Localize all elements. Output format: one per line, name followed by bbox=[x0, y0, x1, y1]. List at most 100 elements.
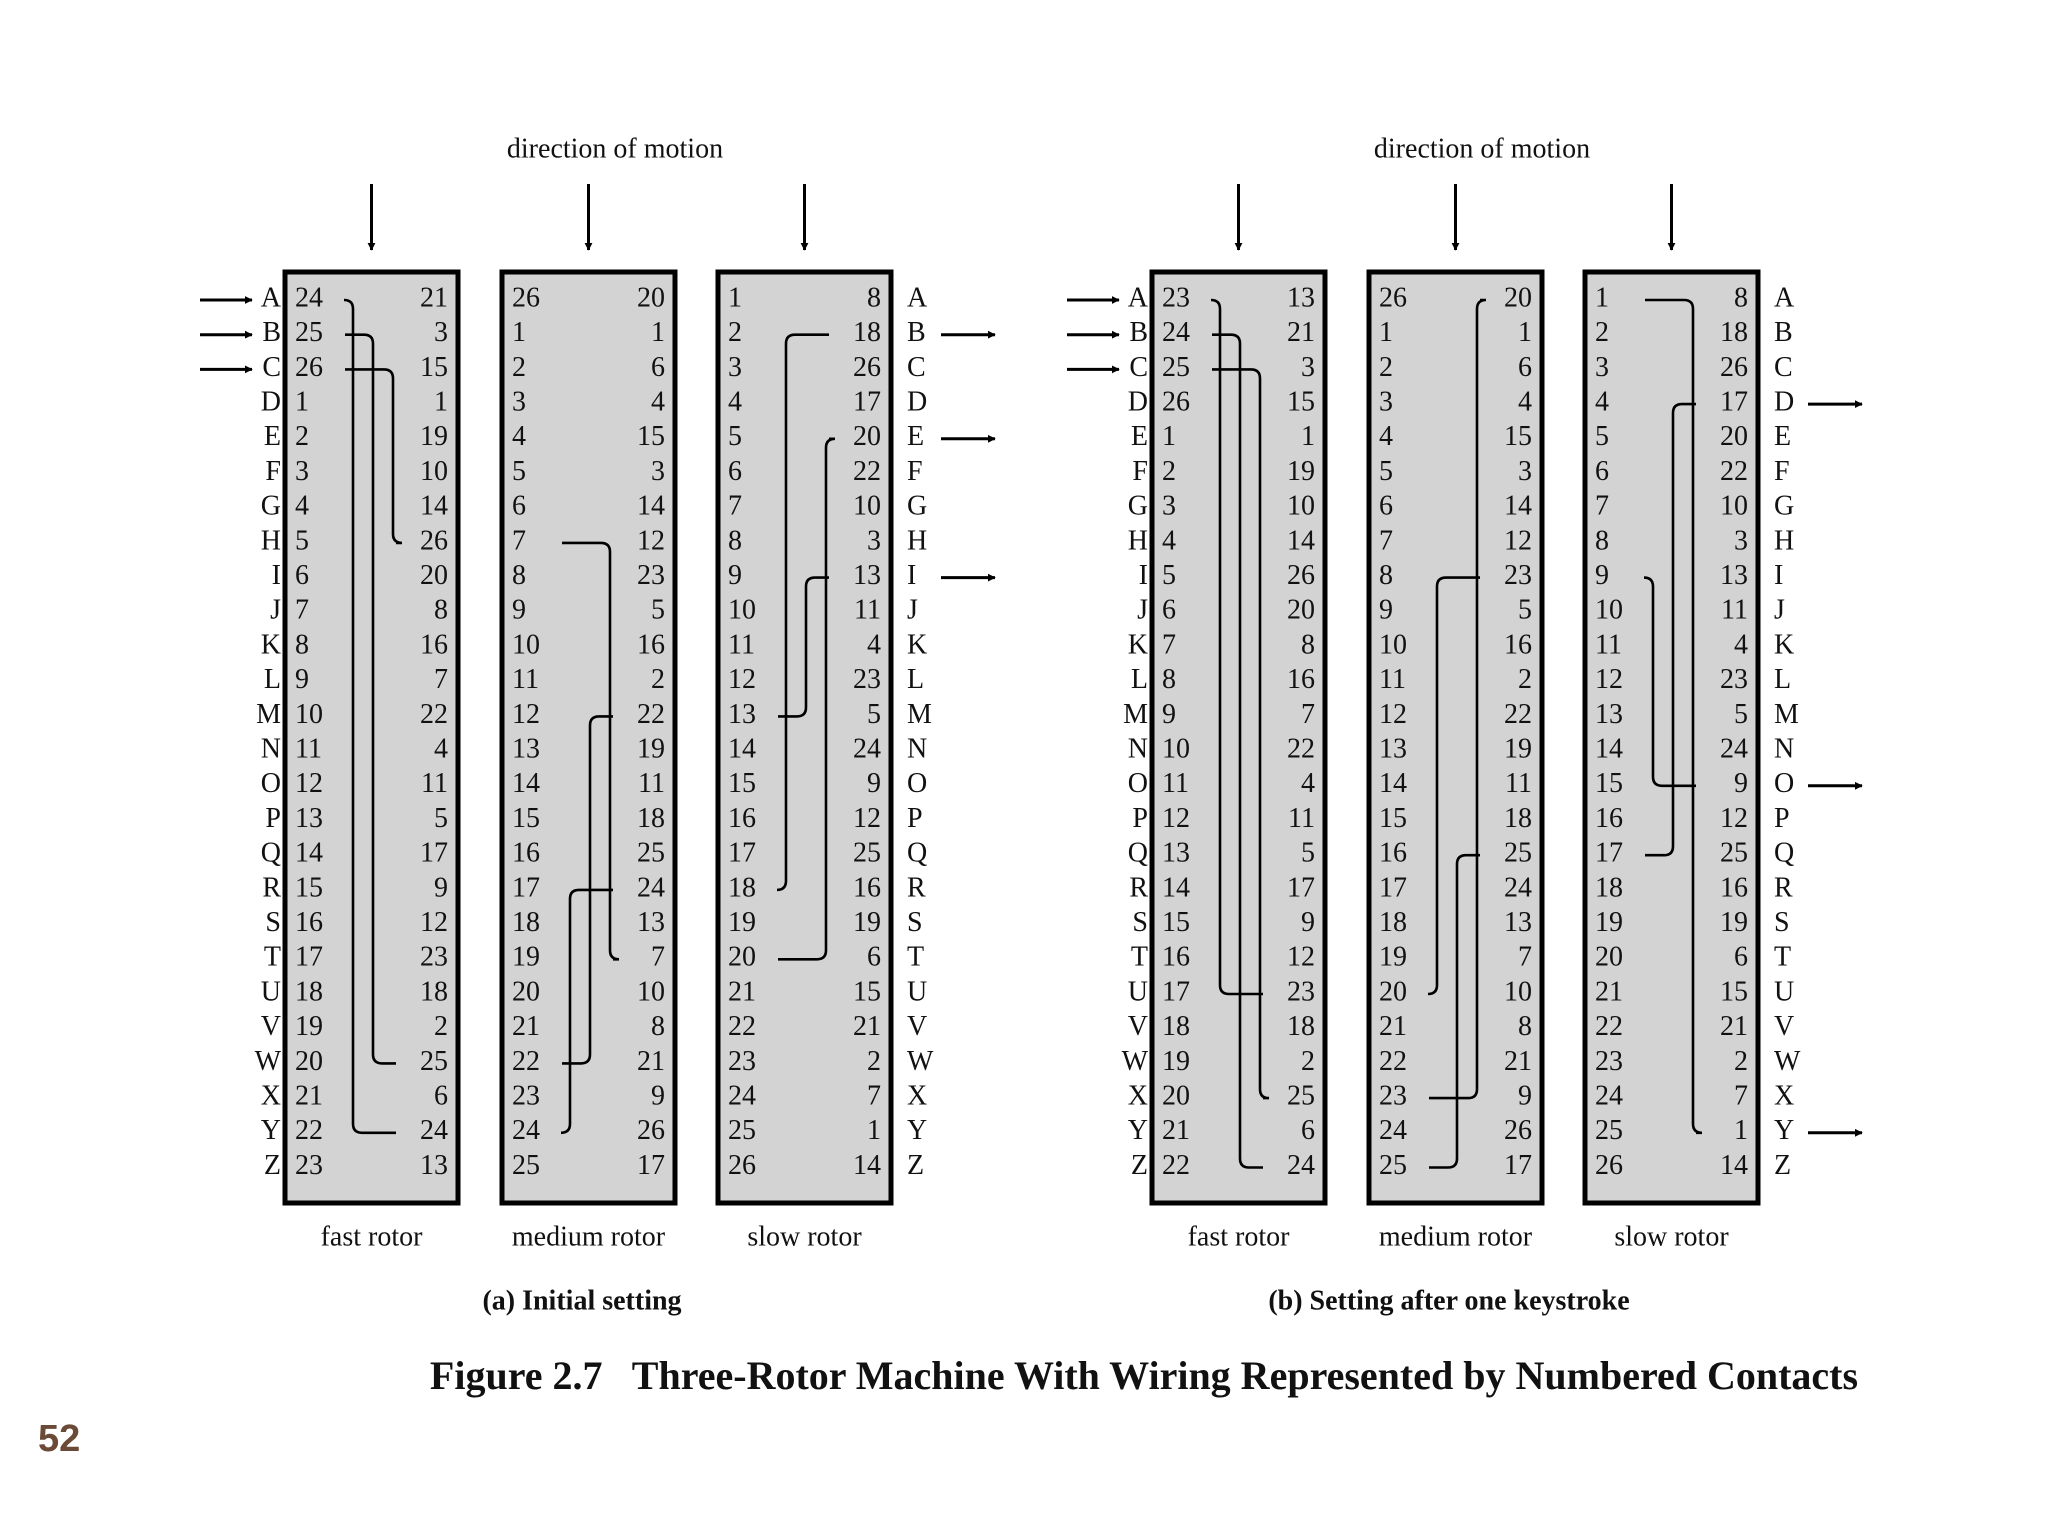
rotor-box bbox=[1582, 269, 1761, 1206]
output-letter: E bbox=[1774, 421, 1791, 452]
output-letter: S bbox=[1774, 907, 1790, 938]
rotor-right-contact: 16 bbox=[420, 629, 448, 660]
direction-of-motion-label: direction of motion bbox=[507, 133, 723, 164]
input-letter: X bbox=[1128, 1081, 1148, 1112]
input-letter: E bbox=[1131, 421, 1148, 452]
rotor-left-contact: 6 bbox=[728, 456, 742, 487]
rotor-left-contact: 18 bbox=[1379, 907, 1407, 938]
rotor-right-contact: 15 bbox=[637, 421, 665, 452]
rotor-name-label: fast rotor bbox=[1188, 1221, 1291, 1252]
rotor-left-contact: 14 bbox=[1595, 734, 1623, 765]
rotor-right-contact: 5 bbox=[651, 595, 665, 626]
input-letter: B bbox=[1129, 317, 1148, 348]
rotor-left-contact: 15 bbox=[1162, 907, 1190, 938]
rotor-left-contact: 14 bbox=[1162, 872, 1190, 903]
rotor-left-contact: 2 bbox=[1379, 352, 1393, 383]
output-letter: Q bbox=[1774, 838, 1794, 869]
output-letter: I bbox=[1774, 560, 1783, 591]
rotor-right-contact: 17 bbox=[853, 387, 881, 418]
rotor-right-contact: 5 bbox=[1301, 838, 1315, 869]
rotor-left-contact: 3 bbox=[1379, 387, 1393, 418]
input-letter: T bbox=[264, 942, 281, 973]
input-letter: D bbox=[261, 387, 281, 418]
rotor-left-contact: 5 bbox=[512, 456, 526, 487]
rotor-left-contact: 8 bbox=[728, 525, 742, 556]
rotor-left-contact: 17 bbox=[512, 872, 540, 903]
rotor-right-contact: 2 bbox=[651, 664, 665, 695]
output-letter: O bbox=[1774, 768, 1794, 799]
rotor-right-contact: 2 bbox=[867, 1046, 881, 1077]
rotor-left-contact: 12 bbox=[512, 699, 540, 730]
rotor-left-contact: 24 bbox=[728, 1081, 756, 1112]
output-letter: G bbox=[907, 491, 927, 522]
rotor-left-contact: 8 bbox=[512, 560, 526, 591]
rotor-left-contact: 14 bbox=[1379, 768, 1407, 799]
rotor-right-contact: 18 bbox=[853, 317, 881, 348]
rotor-right-contact: 12 bbox=[1287, 942, 1315, 973]
rotor-left-contact: 10 bbox=[1379, 629, 1407, 660]
input-letter: Q bbox=[261, 838, 281, 869]
output-letter: Y bbox=[1774, 1115, 1794, 1146]
panel-caption: (b) Setting after one keystroke bbox=[1268, 1285, 1629, 1316]
rotor-right-contact: 21 bbox=[637, 1046, 665, 1077]
rotor-left-contact: 4 bbox=[1162, 525, 1176, 556]
input-letter: E bbox=[264, 421, 281, 452]
rotor-box bbox=[282, 269, 461, 1206]
wiring-path bbox=[560, 888, 613, 1135]
rotor-left-contact: 4 bbox=[1595, 387, 1609, 418]
rotor-left-contact: 12 bbox=[1379, 699, 1407, 730]
input-letter: W bbox=[1122, 1046, 1149, 1077]
rotor-left-contact: 19 bbox=[1162, 1046, 1190, 1077]
rotor-left-contact: 25 bbox=[1162, 352, 1190, 383]
rotor-right-contact: 19 bbox=[1504, 734, 1532, 765]
rotor-left-contact: 13 bbox=[512, 734, 540, 765]
rotor-right-contact: 11 bbox=[1288, 803, 1315, 834]
rotor-left-contact: 10 bbox=[1595, 595, 1623, 626]
rotor-left-contact: 10 bbox=[1162, 734, 1190, 765]
rotor-right-contact: 14 bbox=[420, 491, 448, 522]
input-letter: P bbox=[1132, 803, 1148, 834]
input-letter: U bbox=[1128, 976, 1148, 1007]
rotor-left-contact: 13 bbox=[1162, 838, 1190, 869]
rotor-right-contact: 4 bbox=[867, 629, 881, 660]
rotor-left-contact: 2 bbox=[728, 317, 742, 348]
rotor-right-contact: 10 bbox=[637, 976, 665, 1007]
rotor-left-contact: 26 bbox=[295, 352, 323, 383]
output-letter: V bbox=[1774, 1011, 1794, 1042]
rotor-right-contact: 4 bbox=[1518, 387, 1532, 418]
rotor-right-contact: 11 bbox=[421, 768, 448, 799]
rotor-right-contact: 21 bbox=[420, 282, 448, 313]
wiring-path bbox=[345, 333, 396, 1065]
wiring-path bbox=[1429, 298, 1487, 1100]
rotor-left-contact: 10 bbox=[295, 699, 323, 730]
rotor-left-contact: 16 bbox=[1379, 838, 1407, 869]
input-letter: V bbox=[1128, 1011, 1148, 1042]
rotor-left-contact: 26 bbox=[1595, 1150, 1623, 1181]
rotor-right-contact: 26 bbox=[637, 1115, 665, 1146]
rotor-left-contact: 15 bbox=[295, 872, 323, 903]
rotor-left-contact: 5 bbox=[295, 525, 309, 556]
rotor-left-contact: 9 bbox=[295, 664, 309, 695]
rotor-right-contact: 14 bbox=[1504, 491, 1532, 522]
output-letter: C bbox=[1774, 352, 1793, 383]
wiring-path bbox=[343, 298, 396, 1135]
input-letter: A bbox=[1128, 282, 1149, 313]
input-letter: H bbox=[261, 525, 281, 556]
rotor-right-contact: 20 bbox=[637, 282, 665, 313]
rotor-left-contact: 24 bbox=[1595, 1081, 1623, 1112]
rotor-right-contact: 26 bbox=[420, 525, 448, 556]
rotor-right-contact: 21 bbox=[853, 1011, 881, 1042]
rotor-left-contact: 4 bbox=[295, 491, 309, 522]
input-letter: B bbox=[262, 317, 281, 348]
rotor-right-contact: 13 bbox=[1720, 560, 1748, 591]
rotor-left-contact: 3 bbox=[728, 352, 742, 383]
rotor-left-contact: 2 bbox=[295, 421, 309, 452]
input-letter: R bbox=[262, 872, 281, 903]
wiring-path bbox=[1645, 402, 1696, 857]
rotor-left-contact: 22 bbox=[512, 1046, 540, 1077]
rotor-left-contact: 25 bbox=[1379, 1150, 1407, 1181]
rotor-right-contact: 7 bbox=[434, 664, 448, 695]
rotor-left-contact: 7 bbox=[1595, 491, 1609, 522]
rotor-left-contact: 19 bbox=[512, 942, 540, 973]
output-letter: H bbox=[1774, 525, 1794, 556]
